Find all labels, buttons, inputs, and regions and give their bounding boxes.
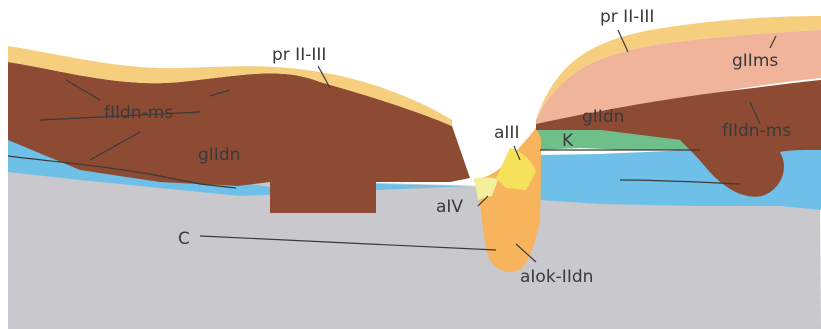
label-gIIms: gIIms: [732, 51, 778, 71]
label-K: K: [562, 131, 574, 151]
label-aIok-IIdn: aIok-IIdn: [520, 267, 593, 287]
label-gIIdn-left: gIIdn: [198, 145, 240, 165]
label-pr-left: pr II-III: [272, 45, 326, 65]
label-aIV: aIV: [436, 197, 463, 217]
label-fIIdn-ms-left: fIIdn-ms: [104, 103, 173, 123]
label-C: C: [178, 229, 190, 249]
label-fIIdn-ms-right: fIIdn-ms: [722, 121, 791, 141]
label-gIIdn-right: gIIdn: [582, 107, 624, 127]
label-aIII: aIII: [494, 123, 519, 143]
label-pr-right: pr II-III: [600, 7, 654, 27]
